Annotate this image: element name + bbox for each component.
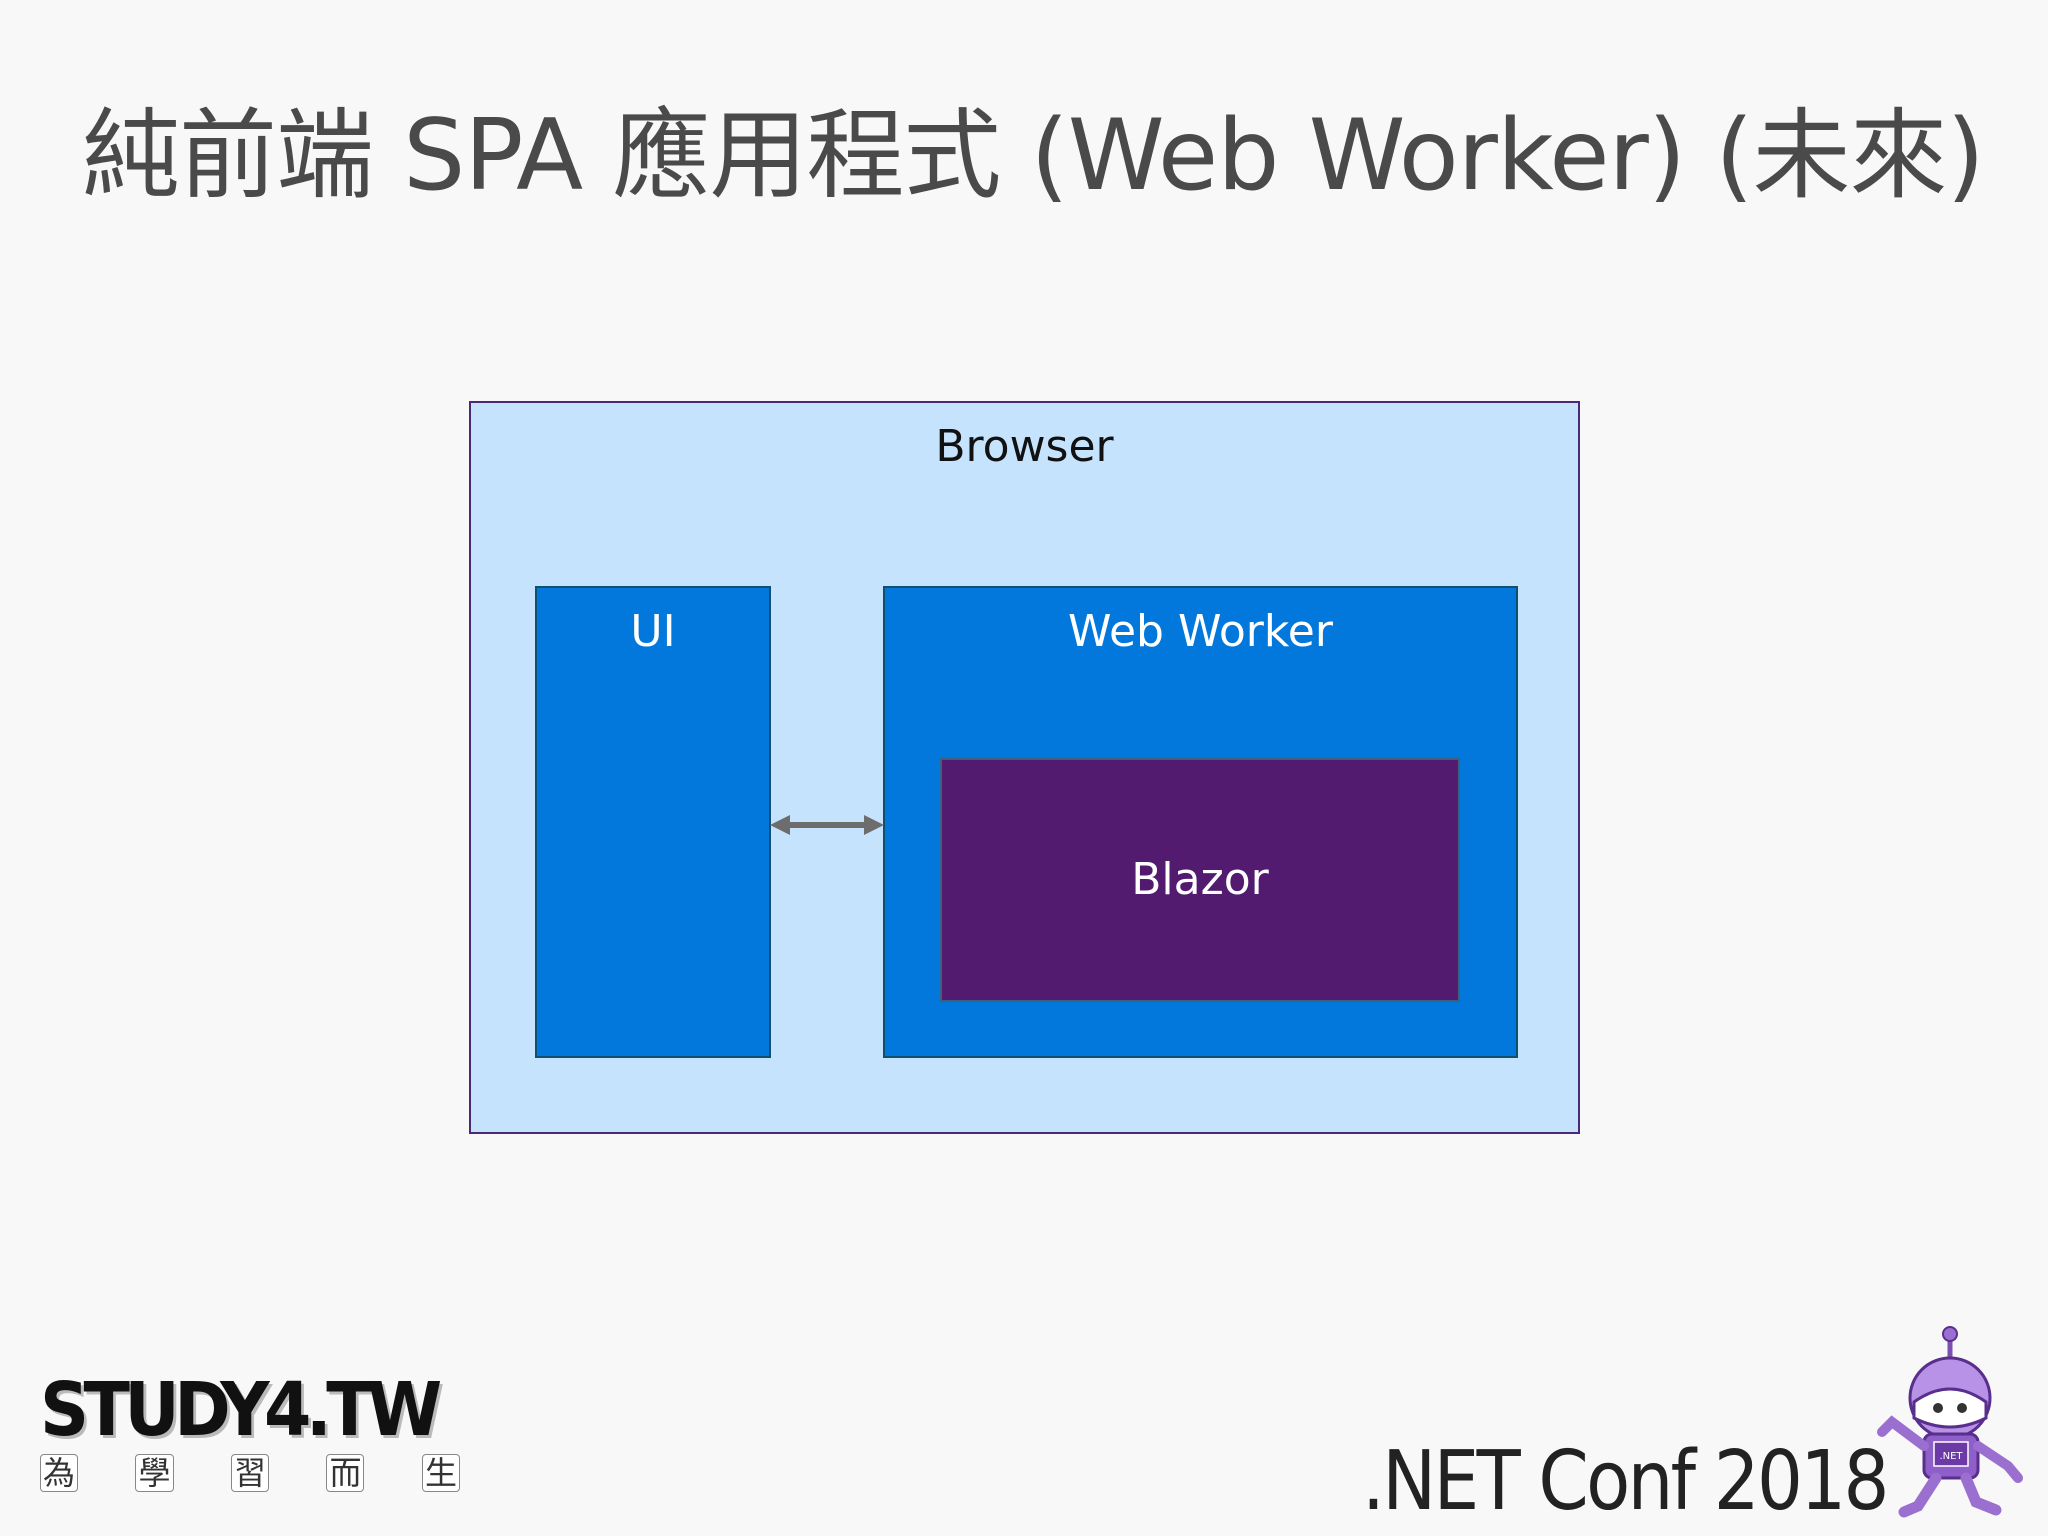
mascot-badge-text: .NET: [1939, 1451, 1963, 1462]
tagline-char: 學: [135, 1454, 174, 1492]
study4-wordmark: STUDY4.TW: [40, 1367, 442, 1453]
bidirectional-arrow: [770, 815, 884, 835]
study4-logo: STUDY4.TW 為 學 習 而 生: [40, 1370, 460, 1492]
browser-label: Browser: [935, 421, 1114, 472]
ui-box: UI: [535, 586, 771, 1058]
blazor-label: Blazor: [1131, 854, 1269, 905]
tagline-char: 生: [421, 1454, 460, 1492]
dotnet-bot-mascot-icon: .NET: [1877, 1326, 2023, 1518]
tagline-char: 而: [326, 1454, 365, 1492]
study4-tagline: 為 學 習 而 生: [40, 1454, 460, 1492]
web-worker-label: Web Worker: [1068, 606, 1333, 657]
net-conf-label: .NET Conf 2018: [1362, 1434, 1889, 1529]
slide-title: 純前端 SPA 應用程式 (Web Worker) (未來): [82, 99, 1985, 213]
ui-label: UI: [630, 606, 676, 657]
blazor-box: Blazor: [940, 758, 1460, 1002]
tagline-char: 習: [230, 1454, 269, 1492]
tagline-char: 為: [40, 1454, 79, 1492]
